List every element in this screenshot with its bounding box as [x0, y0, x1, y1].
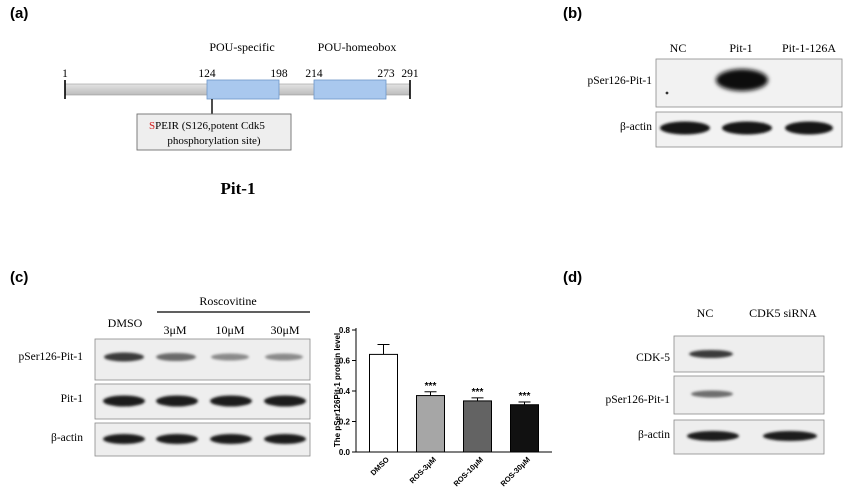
band-c-pit1-30um [264, 395, 306, 407]
chart-y-tick-label: 0.4 [339, 387, 351, 396]
lane-label-10um: 10μM [215, 323, 244, 337]
treatment-header-roscovitine: Roscovitine [199, 294, 256, 308]
band-d-pser126-nc [691, 390, 733, 398]
chart-bar [416, 395, 445, 453]
band-c-actin-dmso [103, 434, 145, 444]
lane-label-nc: NC [670, 41, 687, 55]
band-c-actin-3um [156, 434, 198, 444]
band-b-pser126-pit1 [716, 69, 768, 91]
chart-bars: *** *** *** [369, 343, 539, 453]
callout-line-1: SPEIR (S126,potent Cdk5 [149, 120, 265, 132]
panel-a-letter: (a) [10, 5, 28, 22]
lane-label-nc: NC [697, 306, 714, 320]
chart-bar [463, 400, 492, 453]
band-c-pit1-dmso [103, 395, 145, 407]
row-label-pser126: pSer126-Pit-1 [18, 351, 83, 363]
position-label-273: 273 [377, 68, 395, 80]
band-c-pser126-10um [211, 353, 249, 361]
band-d-actin-nc [687, 431, 739, 441]
position-label-198: 198 [270, 68, 288, 80]
row-label-actin: β-actin [638, 429, 670, 441]
band-c-pser126-3um [156, 353, 196, 361]
chart-x-labels: DMSO ROS-3μM ROS-10μM ROS-30μM [369, 455, 532, 488]
protein-title: Pit-1 [221, 179, 256, 198]
callout-line-2: phosphorylation site) [167, 135, 261, 147]
chart-x-tick-label: ROS-30μM [499, 455, 532, 488]
lane-label-dmso: DMSO [108, 316, 143, 330]
lane-label-pit1: Pit-1 [729, 41, 752, 55]
domain-pou-homeobox [313, 79, 387, 100]
chart-significance-label: *** [472, 387, 484, 398]
band-c-pit1-10um [210, 395, 252, 407]
row-label-actin: β-actin [51, 432, 83, 444]
chart-y-ticks: 0.0 0.2 0.4 0.6 0.8 [339, 326, 356, 457]
position-label-start: 1 [62, 68, 68, 80]
domain-label-pou-specific: POU-specific [209, 40, 274, 54]
chart-significance-label: *** [425, 381, 437, 392]
band-c-actin-30um [264, 434, 306, 444]
domain-label-pou-homeobox: POU-homeobox [318, 40, 397, 54]
chart-y-tick-label: 0.6 [339, 357, 351, 366]
position-label-end: 291 [401, 68, 419, 80]
band-c-pit1-3um [156, 395, 198, 407]
band-d-actin-sirna [763, 431, 817, 441]
chart-bar [369, 353, 398, 453]
band-b-actin-nc [660, 121, 710, 135]
band-c-pser126-30um [265, 353, 303, 361]
panel-a: (a) POU-specific POU-homeobox 1 124 198 … [10, 5, 419, 198]
panel-b: (b) NC Pit-1 Pit-1-126A pSer126-Pit-1 β-… [563, 5, 843, 148]
bar-chart: The pSer126Pit-1 protein level 0.0 0.2 0.4… [333, 326, 552, 488]
callout-line-1-rest: PEIR (S126,potent Cdk5 [155, 120, 265, 132]
lane-label-3um: 3μM [163, 323, 186, 337]
chart-significance-label: *** [519, 391, 531, 402]
lane-label-30um: 30μM [270, 323, 299, 337]
band-d-cdk5-nc [689, 350, 733, 358]
band-c-actin-10um [210, 434, 252, 444]
panel-d-letter: (d) [563, 269, 582, 286]
position-label-124: 124 [198, 68, 216, 80]
blot-speck [665, 91, 669, 95]
chart-y-tick-label: 0.0 [339, 448, 351, 457]
panel-c: (c) Roscovitine DMSO 3μM 10μM 30μM pSer1… [10, 269, 552, 488]
panel-b-letter: (b) [563, 5, 582, 22]
row-label-pser126: pSer126-Pit-1 [605, 394, 670, 406]
row-label-cdk5: CDK-5 [636, 352, 670, 364]
chart-x-tick-label: ROS-3μM [408, 455, 438, 485]
panel-c-letter: (c) [10, 269, 28, 286]
chart-y-axis-label: The pSer126Pit-1 protein level [333, 333, 342, 447]
chart-bar [510, 404, 539, 453]
position-label-214: 214 [305, 68, 323, 80]
band-c-pser126-dmso [104, 352, 144, 362]
row-label-pser126: pSer126-Pit-1 [587, 75, 652, 87]
row-label-actin: β-actin [620, 121, 652, 133]
band-b-actin-pit1 [722, 121, 772, 135]
callout-highlight-residue: S [149, 120, 155, 132]
lane-label-cdk5-sirna: CDK5 siRNA [749, 306, 817, 320]
domain-pou-specific [206, 79, 280, 100]
chart-x-tick-label: DMSO [369, 455, 391, 477]
band-b-actin-126a [785, 121, 833, 135]
callout-box [136, 113, 292, 151]
chart-x-tick-label: ROS-10μM [452, 455, 485, 488]
lane-label-pit1-126a: Pit-1-126A [782, 41, 836, 55]
chart-y-tick-label: 0.2 [339, 418, 351, 427]
row-label-pit1: Pit-1 [61, 393, 84, 405]
chart-y-tick-label: 0.8 [339, 326, 351, 335]
panel-d: (d) NC CDK5 siRNA CDK-5 pSer126-Pit-1 β-… [563, 269, 825, 455]
